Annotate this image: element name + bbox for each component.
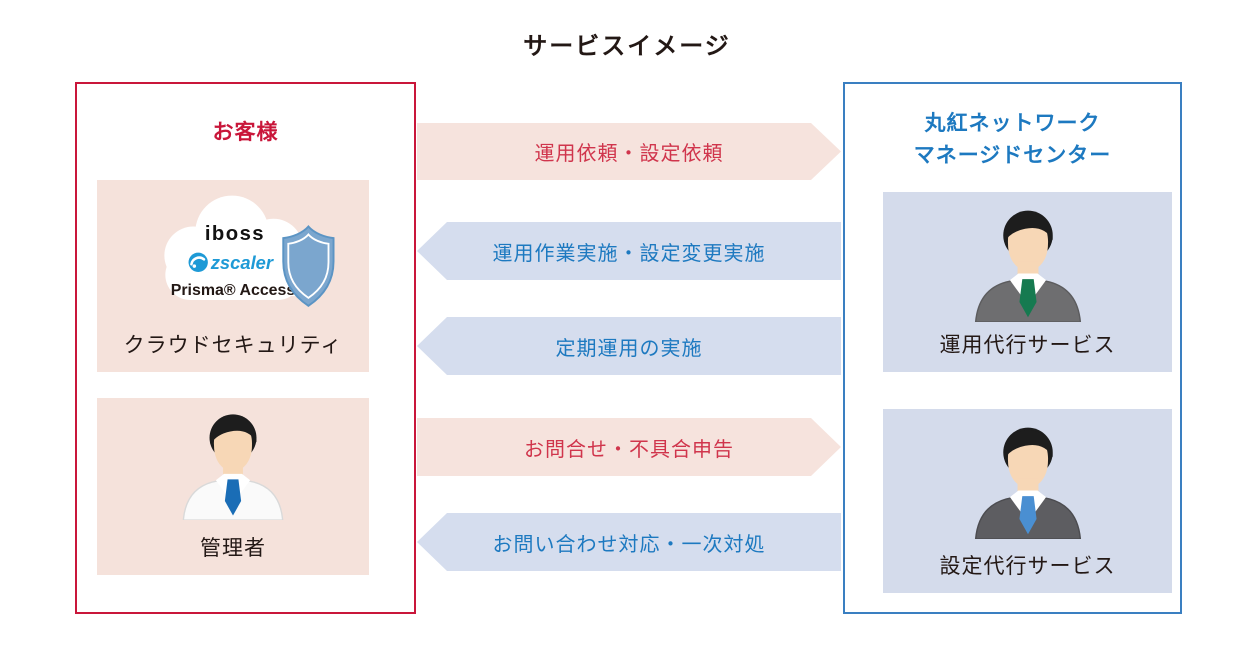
person-icon: [165, 408, 301, 521]
arrow-periodic-operation: 定期運用の実施: [417, 317, 841, 375]
admin-panel: 管理者: [97, 398, 369, 575]
shield-icon: [282, 225, 335, 307]
arrow-operation-work: 運用作業実施・設定変更実施: [417, 222, 841, 280]
managed-center-box: 丸紅ネットワーク マネージドセンター 運用代行サービス 設定代行サービス: [843, 82, 1182, 614]
arrow-operation-request-label: 運用依頼・設定依頼: [534, 143, 724, 165]
prisma-access-logo: Prisma® Access: [171, 282, 296, 299]
zscaler-logo-icon: [188, 252, 208, 272]
config-service-label: 設定代行サービス: [939, 555, 1116, 578]
iboss-logo: iboss: [205, 223, 265, 245]
cloud-security-label: クラウドセキュリティ: [123, 334, 343, 357]
admin-label: 管理者: [200, 537, 266, 560]
arrow-periodic-operation-label: 定期運用の実施: [555, 337, 703, 360]
arrow-inquiry-label: お問合せ・不具合申告: [524, 438, 734, 461]
person-icon: [956, 204, 1100, 323]
person-icon: [956, 421, 1100, 540]
arrow-inquiry-response-label: お問い合わせ対応・一次対処: [492, 533, 766, 556]
config-service-panel: 設定代行サービス: [883, 409, 1172, 593]
zscaler-logo: zscaler: [210, 252, 274, 273]
managed-center-title-line1: 丸紅ネットワーク: [924, 112, 1101, 135]
page-title: サービスイメージ: [523, 33, 731, 60]
arrow-inquiry-response: お問い合わせ対応・一次対処: [417, 513, 841, 571]
managed-center-title-line2: マネージドセンター: [913, 143, 1112, 167]
arrow-operation-work-label: 運用作業実施・設定変更実施: [492, 242, 766, 265]
arrow-operation-request: 運用依頼・設定依頼: [417, 123, 841, 180]
arrow-inquiry: お問合せ・不具合申告: [417, 418, 841, 476]
operation-service-panel: 運用代行サービス: [883, 192, 1172, 372]
managed-center-title: 丸紅ネットワーク マネージドセンター: [845, 108, 1180, 171]
cloud-icon: iboss zscaler Prisma® Access: [164, 195, 335, 307]
customer-box: お客様 iboss zscaler Prisma® Access: [75, 82, 416, 614]
customer-box-title: お客様: [212, 121, 279, 144]
operation-service-label: 運用代行サービス: [939, 334, 1116, 357]
cloud-security-panel: iboss zscaler Prisma® Access クラウドセキュリティ: [97, 180, 369, 372]
